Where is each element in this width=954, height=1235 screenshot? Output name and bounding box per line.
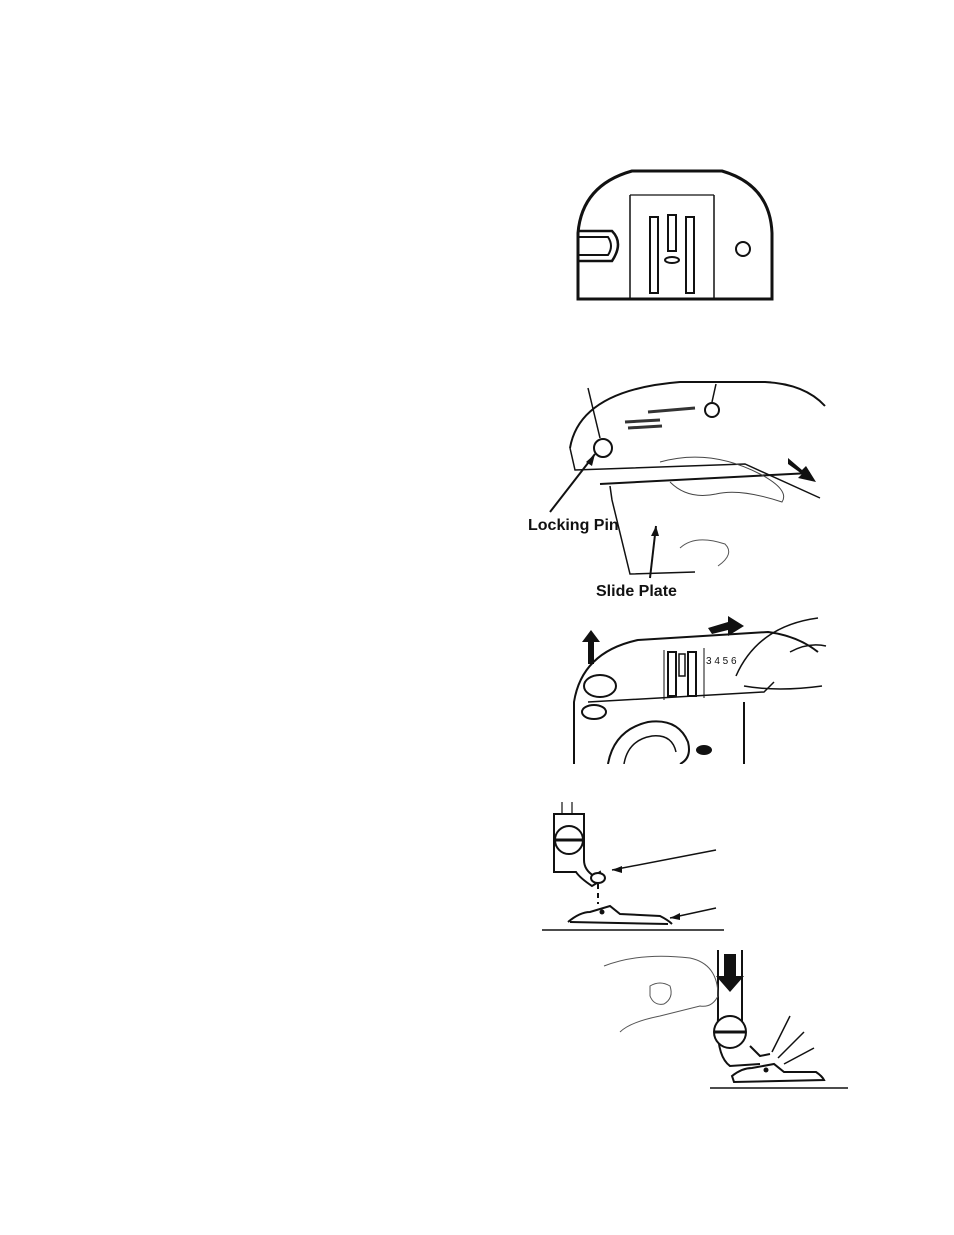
slide-plate-label: Slide Plate xyxy=(596,583,677,601)
needle-plate-lift-figure: 3 4 5 6 xyxy=(568,612,830,764)
presser-foot-snap-figure xyxy=(600,946,850,1096)
presser-foot-align-figure xyxy=(540,800,726,934)
slide-plate-removal-illustration-icon xyxy=(520,378,830,604)
presser-foot-snap-on-icon xyxy=(600,946,850,1096)
presser-foot-alignment-icon xyxy=(540,800,726,934)
dial-numbers: 3 4 5 6 xyxy=(706,656,737,667)
needle-plate-figure xyxy=(572,165,782,305)
slide-plate-removal-figure: Locking Pin Slide Plate xyxy=(520,378,830,604)
needle-plate-lift-illustration-icon: 3 4 5 6 xyxy=(568,612,830,764)
straight-stitch-needle-plate-icon xyxy=(572,165,782,305)
locking-pin-label: Locking Pin xyxy=(528,517,619,535)
